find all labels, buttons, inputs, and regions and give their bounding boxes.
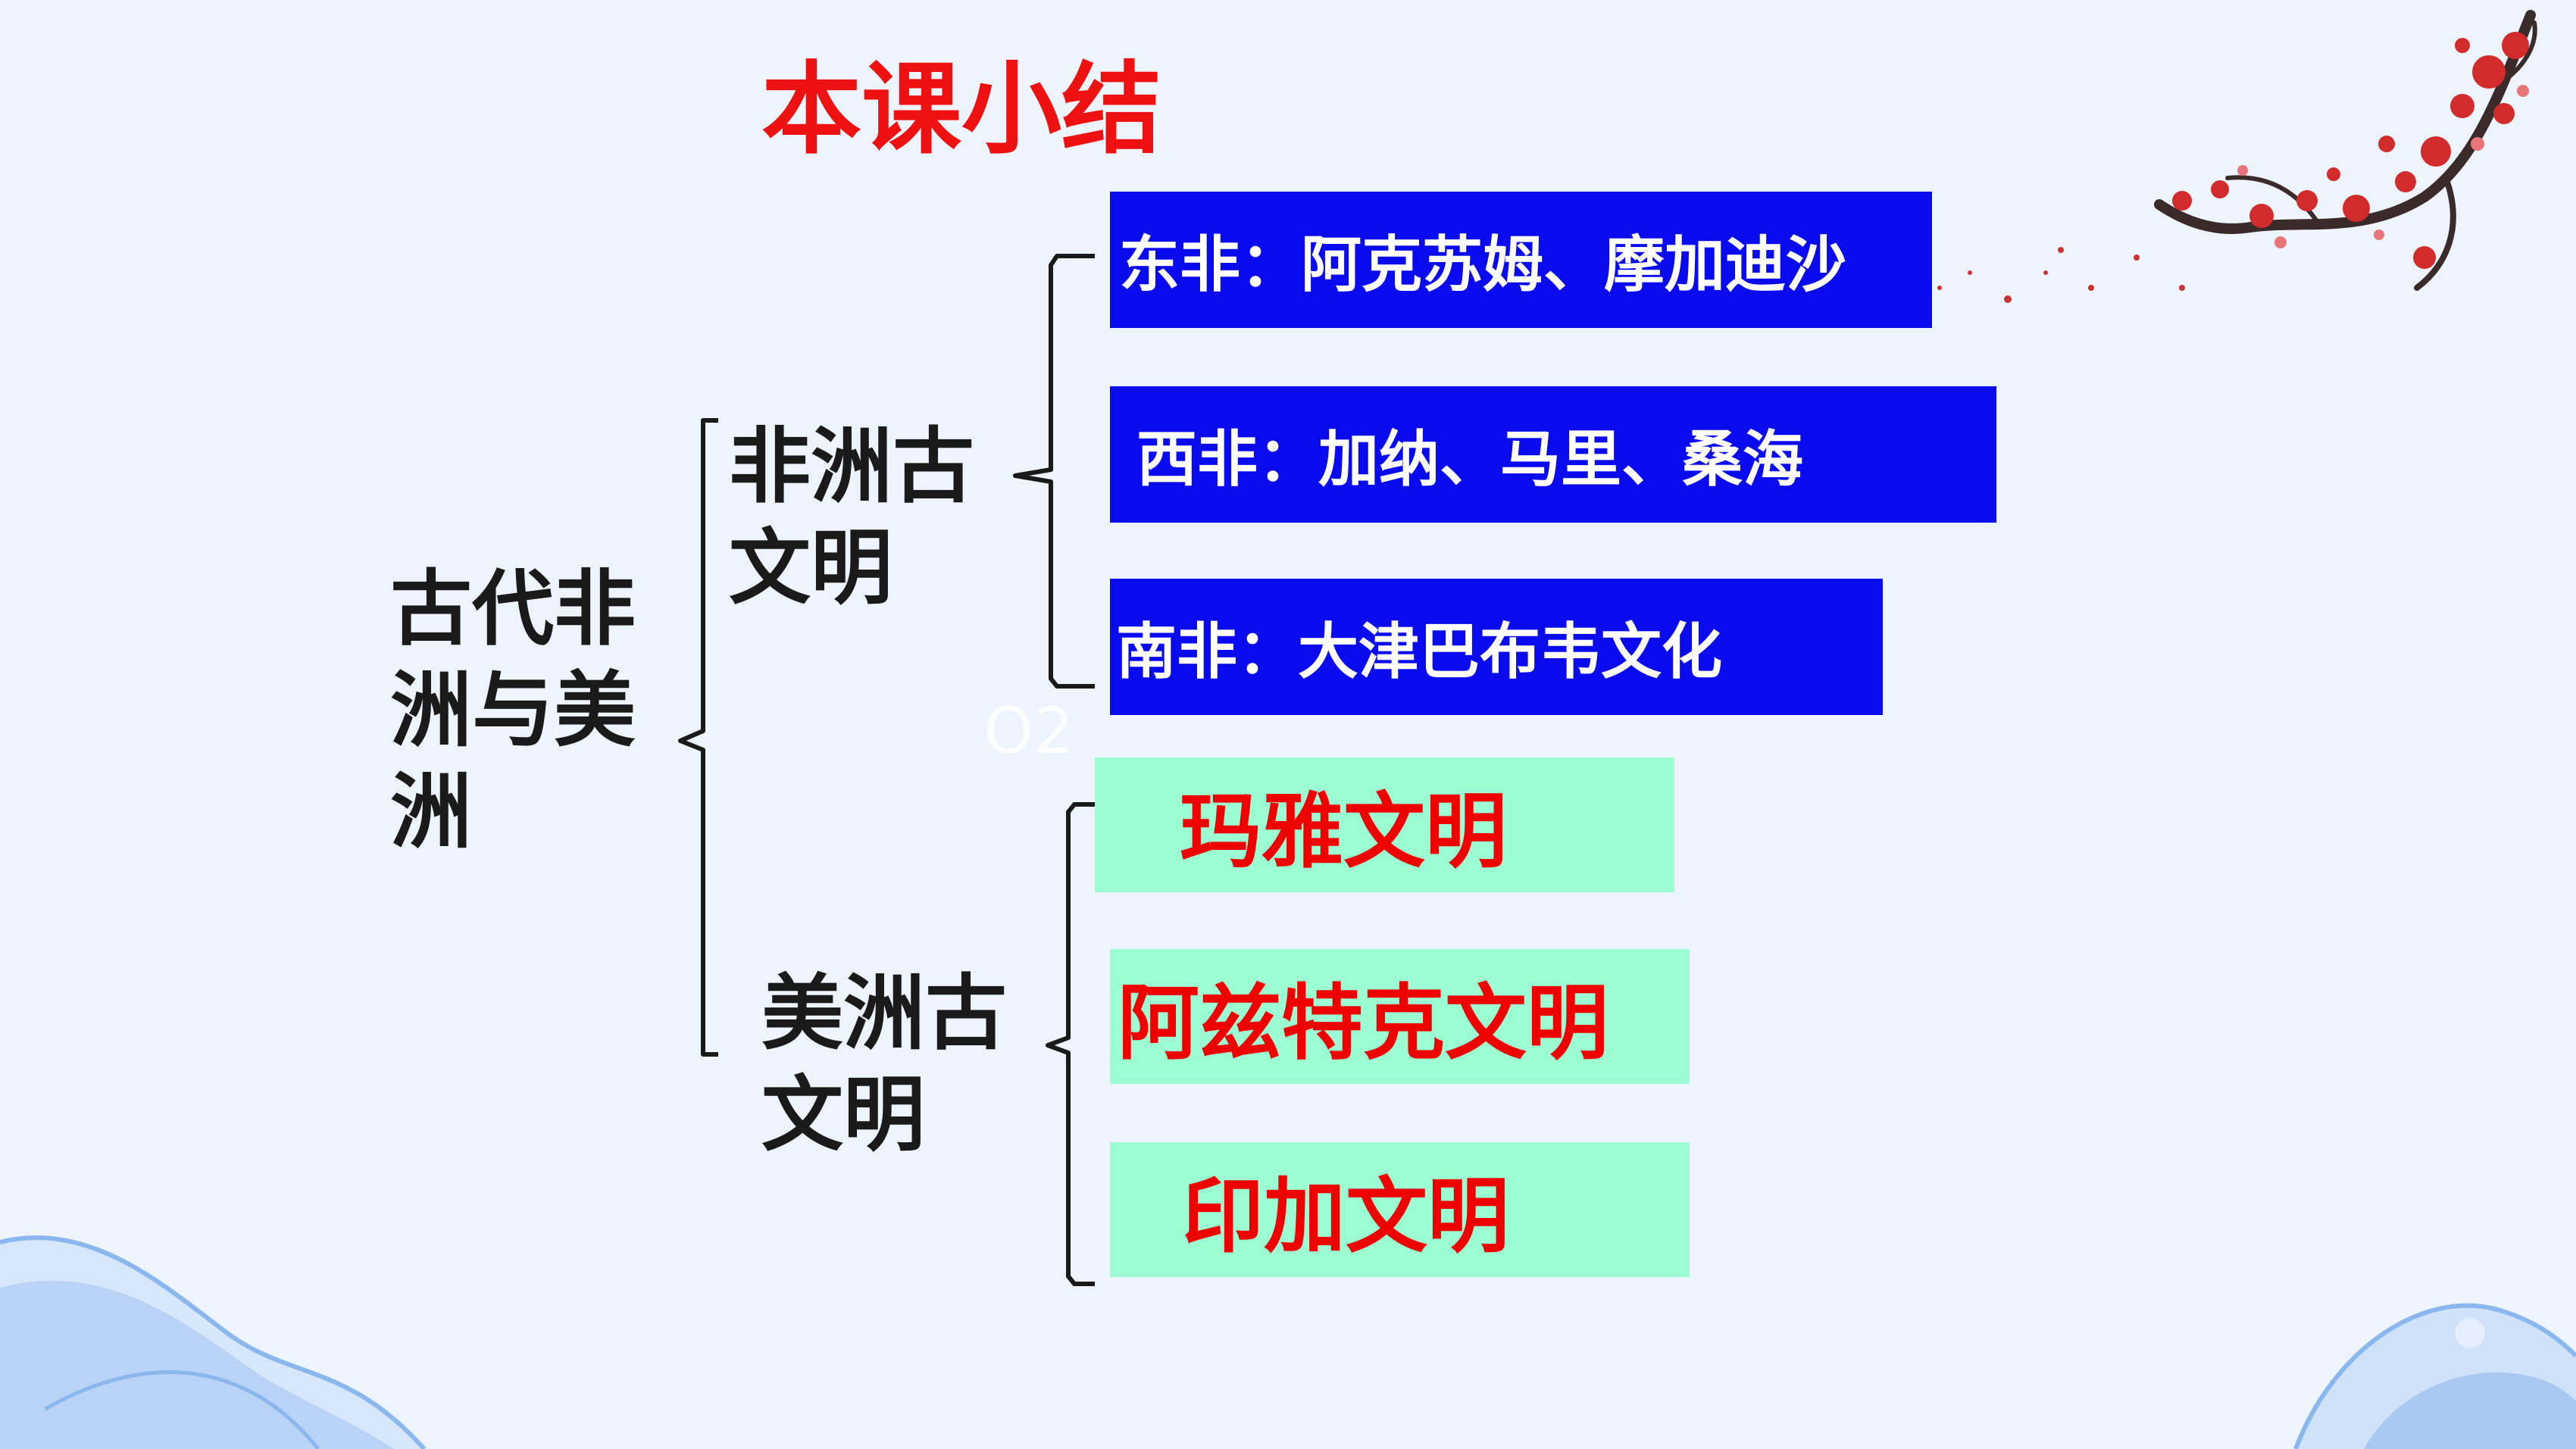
plum-blossom-branch-icon bbox=[1937, 10, 2537, 303]
page-title: 本课小结 bbox=[761, 52, 1161, 168]
america-item-label: 阿兹特克文明 bbox=[1118, 976, 1609, 1071]
america-item-aztec: 阿兹特克文明 bbox=[1110, 949, 1690, 1084]
america-bracket bbox=[1046, 802, 1095, 1286]
branch-label-africa: 非洲古文明 bbox=[729, 420, 975, 616]
america-item-maya: 玛雅文明 bbox=[1095, 757, 1674, 892]
africa-bracket bbox=[1013, 254, 1095, 689]
africa-item-west: 西非：加纳、马里、桑海 bbox=[1110, 386, 1996, 523]
bottom-left-wave-icon bbox=[0, 1235, 427, 1449]
america-item-inca: 印加文明 bbox=[1110, 1142, 1690, 1277]
africa-item-label: 南非：大津巴布韦文化 bbox=[1116, 617, 1722, 687]
africa-item-south: 南非：大津巴布韦文化 bbox=[1110, 579, 1883, 715]
watermark-text: O2 bbox=[983, 694, 1074, 768]
america-item-label: 印加文明 bbox=[1182, 1170, 1510, 1264]
branch-label-america: 美洲古文明 bbox=[761, 967, 1008, 1163]
america-item-label: 玛雅文明 bbox=[1180, 785, 1508, 879]
bottom-right-wave-icon bbox=[2293, 1303, 2576, 1449]
root-node-label: 古代非洲与美洲 bbox=[390, 562, 636, 860]
africa-item-east: 东非：阿克苏姆、摩加迪沙 bbox=[1110, 192, 1932, 328]
root-bracket bbox=[678, 418, 718, 1057]
africa-item-label: 东非：阿克苏姆、摩加迪沙 bbox=[1119, 230, 1846, 300]
africa-item-label: 西非：加纳、马里、桑海 bbox=[1136, 424, 1803, 495]
